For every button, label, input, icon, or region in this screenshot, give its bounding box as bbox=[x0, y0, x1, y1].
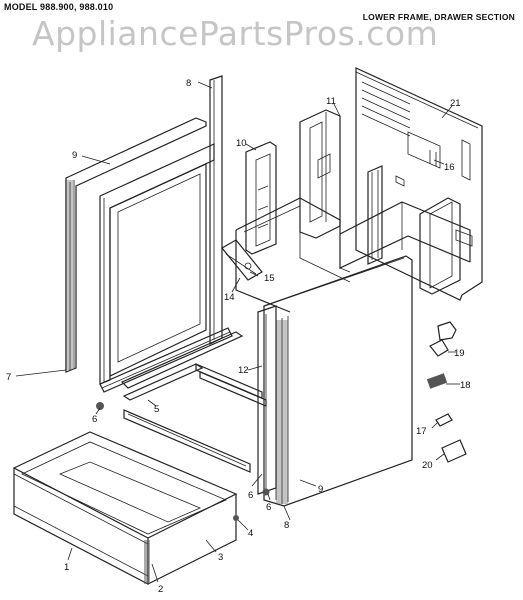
rear-panel bbox=[355, 67, 483, 301]
callout-labels: 8 9 10 11 21 16 14 15 12 7 5 6 19 18 17 … bbox=[6, 78, 471, 595]
side-bracket bbox=[245, 141, 277, 255]
callout-15: 15 bbox=[264, 273, 275, 284]
small-parts bbox=[96, 321, 467, 496]
lower-frame-box bbox=[235, 165, 473, 313]
callout-6b: 6 bbox=[266, 502, 271, 513]
callout-19: 19 bbox=[454, 348, 465, 359]
model-number: MODEL 988.900, 988.010 bbox=[4, 2, 114, 12]
callout-2: 2 bbox=[158, 584, 163, 595]
callout-14: 14 bbox=[224, 292, 235, 303]
callout-7: 6 bbox=[248, 490, 253, 501]
section-title: LOWER FRAME, DRAWER SECTION bbox=[362, 12, 515, 22]
callout-1: 1 bbox=[64, 562, 69, 573]
leader-lines bbox=[15, 81, 460, 583]
callout-5: 5 bbox=[154, 404, 159, 415]
front-frame bbox=[99, 75, 233, 393]
bracket-assembly bbox=[221, 239, 263, 281]
callout-6a: 6 bbox=[92, 414, 97, 425]
callout-13: 11 bbox=[326, 96, 336, 107]
callout-20: 20 bbox=[422, 460, 433, 471]
callout-16: 16 bbox=[444, 162, 455, 173]
callout-17: 17 bbox=[416, 426, 427, 437]
side-panel-9-left bbox=[65, 117, 207, 373]
callout-9b: 9 bbox=[318, 484, 323, 495]
callout-11: 12 bbox=[238, 365, 249, 376]
side-panel-left bbox=[299, 109, 341, 239]
callout-10: 8 bbox=[186, 78, 191, 89]
watermark: AppliancePartsPros.com bbox=[32, 14, 439, 53]
callout-9a: 9 bbox=[72, 150, 77, 161]
callout-21: 21 bbox=[450, 98, 461, 109]
side-panel-right bbox=[257, 255, 413, 507]
callout-8b: 8 bbox=[284, 520, 289, 531]
callout-8a: 7 bbox=[6, 372, 11, 383]
callout-18: 18 bbox=[460, 380, 471, 391]
callout-4: 4 bbox=[248, 528, 253, 539]
callout-3: 3 bbox=[218, 552, 223, 563]
callout-12: 10 bbox=[236, 138, 247, 149]
drawer bbox=[12, 431, 239, 585]
